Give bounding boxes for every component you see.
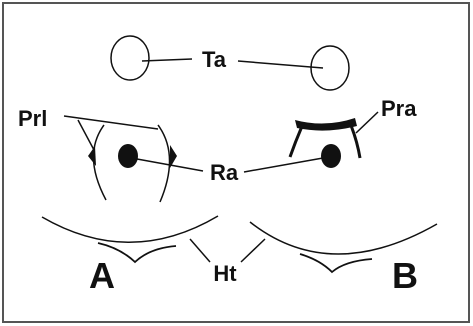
ta-leader-left	[141, 58, 193, 62]
panel-a-letter: A	[89, 255, 115, 296]
left-eye-wedge-right	[170, 145, 177, 168]
panel-a-lower-arc	[41, 215, 219, 243]
pra-label: Pra	[381, 96, 417, 121]
panel-a-cusp	[97, 242, 177, 264]
panel-b-cusp	[299, 253, 373, 274]
right-ra-dot	[321, 144, 341, 168]
panel-b-letter: B	[392, 255, 418, 296]
ra-leader-left	[136, 158, 204, 172]
figure-frame	[2, 2, 470, 323]
ht-label: Ht	[213, 261, 237, 286]
ra-label: Ra	[210, 160, 239, 185]
right-eye-brow-cap	[295, 118, 357, 131]
ra-leader-right	[243, 157, 324, 173]
right-eye-brow-left-hook	[288, 123, 305, 158]
left-eye-wedge-left	[88, 146, 96, 166]
prl-leader-1	[63, 115, 159, 130]
right-eye-brow-right-hook	[348, 122, 362, 159]
prl-leader-2	[77, 119, 95, 151]
right-ta-oval	[310, 45, 350, 91]
panel-b-lower-arc	[249, 221, 438, 255]
left-ta-oval	[110, 35, 150, 81]
left-ra-dot	[118, 144, 138, 168]
ta-leader-right	[237, 60, 324, 69]
prl-label: Prl	[18, 106, 47, 131]
ht-leader-right	[240, 238, 266, 263]
ta-label: Ta	[202, 47, 227, 72]
left-eye-outer-arc-right	[157, 124, 171, 203]
pra-leader	[355, 111, 379, 134]
ht-leader-left	[189, 238, 211, 263]
